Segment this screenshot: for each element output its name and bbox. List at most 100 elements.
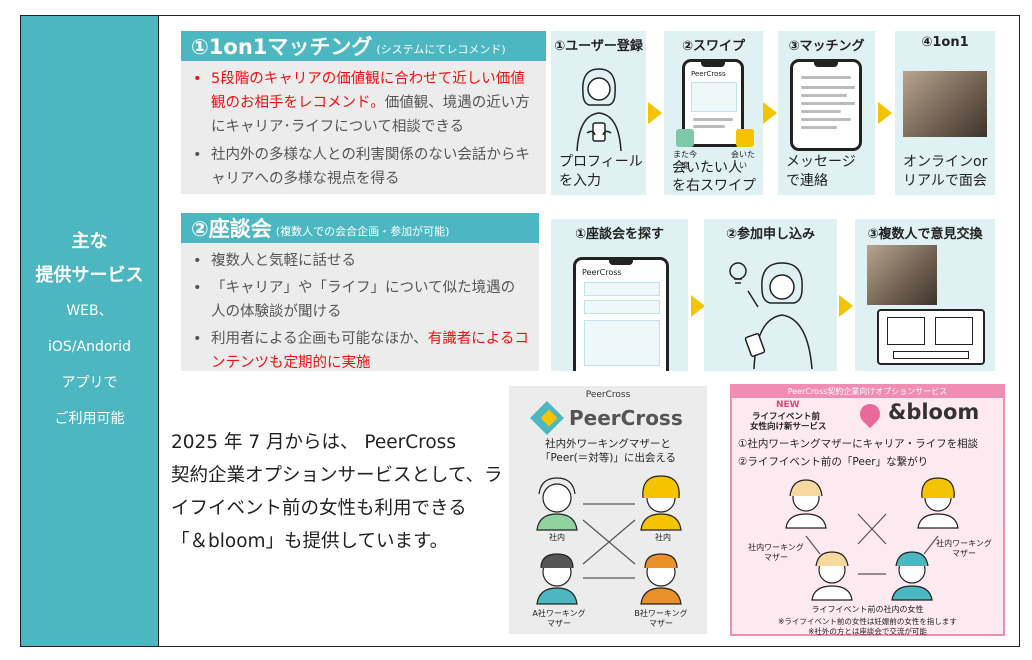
arrow-right-icon: [839, 295, 853, 317]
step2-caption-2: を右スワイプ: [672, 178, 756, 194]
bloom-bottom-label: ライフイベント前の社内の女性: [811, 605, 924, 614]
peercross-label-inner-2: 社内: [655, 533, 671, 542]
section2-bullet1-text: 複数人と気軽に話せる: [211, 253, 356, 269]
bloom-note-2: ※社外の方とは座談会で交流が可能: [808, 627, 927, 636]
meeting-photo: [903, 71, 987, 137]
section2-bullets: • 複数人と気軽に話せる • 「キャリア」や「ライフ」について似た境遇の人の体験…: [181, 243, 539, 371]
step3-title: ③マッチング: [788, 39, 865, 54]
peercross-logo-text: PeerCross: [569, 406, 683, 430]
phone-mockup: [790, 59, 862, 151]
profile-card: [691, 82, 737, 112]
phone-app-logo: PeerCross: [582, 268, 622, 277]
step4-caption-2: リアルで面会: [903, 173, 987, 189]
bloom-right-label-1: 社内ワーキング: [936, 539, 992, 548]
bloom-point-2: ②ライフイベント前の「Peer」な繋がり: [738, 456, 929, 468]
section1-subtitle: (システムにてレコメンド): [376, 42, 506, 56]
bloom-note-1: ※ライフイベント前の女性は妊娠前の女性を指します: [778, 617, 957, 626]
want-meet-label: 会いたい: [731, 150, 755, 170]
left-sub-4: ご利用可能: [54, 411, 125, 427]
bloom-logo-icon: [855, 399, 885, 429]
step2-2-title: ②参加申し込み: [725, 227, 815, 242]
step2-1-title: ①座談会を探す: [574, 227, 664, 242]
step-1on1: ④1on1 オンラインor リアルで面会: [895, 31, 995, 195]
bloom-left-label-2: マザー: [764, 553, 788, 562]
section1-bullets: • 5段階のキャリアの価値観に合わせて近しい価値観のお相手をレコメンド。価値観、…: [181, 61, 546, 194]
bullet-dot: •: [193, 280, 202, 296]
service-frame: 主な 提供サービス WEB、 iOS/Andorid アプリで ご利用可能 ①1…: [20, 15, 1020, 647]
bloom-network-diagram: [785, 477, 959, 601]
left-panel: 主な 提供サービス WEB、 iOS/Andorid アプリで ご利用可能: [21, 16, 159, 646]
step-matching: ③マッチング メッセージ で連絡: [778, 31, 875, 195]
arrow-right-icon: [691, 295, 705, 317]
left-sub-2: iOS/Andorid: [48, 339, 131, 355]
peercross-network-diagram: [536, 475, 682, 605]
peercross-desc-1: 社内外ワーキングマザーと: [545, 438, 671, 450]
step3-caption-1: メッセージ: [786, 154, 856, 170]
step2-title: ②スワイプ: [681, 39, 745, 54]
bloom-card: PeerCross契約企業向けオプションサービス NEW ライフイベント前 女性…: [730, 384, 1005, 636]
swipe-right-icon: [736, 129, 754, 147]
section1-bullet1-red: 5段階のキャリアの価値観に合わせて近しい価値観のお相手をレコメンド。: [211, 71, 525, 111]
info-line-2: 契約企業オプションサービスとして、ラ: [171, 465, 503, 486]
peercross-label-a-1: A社ワーキング: [532, 609, 586, 618]
arrow-right-icon: [763, 102, 777, 124]
peercross-card-header: PeerCross: [585, 390, 631, 400]
peercross-desc-2: 「Peer(＝対等)」に出会える: [539, 452, 677, 464]
arrow-right-icon: [648, 102, 662, 124]
section2-header: ②座談会 (複数人での会合企画・参加が可能): [181, 213, 539, 243]
step3-caption-2: で連絡: [786, 173, 828, 189]
woman-idea-icon: [729, 262, 813, 369]
bloom-new-badge: NEW: [776, 400, 800, 410]
section2-title: ②座談会: [191, 217, 272, 241]
bloom-logo-text: &bloom: [888, 400, 980, 424]
peercross-label-b-1: B社ワーキング: [634, 609, 688, 618]
phone-mockup: PeerCross: [573, 257, 669, 371]
info-line-3: イフイベント前の女性も利用できる: [171, 498, 467, 519]
info-line-4: 「＆bloom」も提供しています。: [171, 531, 449, 552]
phone-app-logo: PeerCross: [691, 70, 726, 78]
bloom-tag-1: ライフイベント前: [752, 412, 821, 422]
step2-caption-1: 会いたい人: [672, 160, 742, 176]
step4-caption-1: オンラインor: [903, 154, 988, 170]
arrow-right-icon: [878, 102, 892, 124]
left-sub-3: アプリで: [61, 375, 118, 391]
peercross-label-inner-1: 社内: [549, 533, 565, 542]
section1-header: ①1on1マッチング (システムにてレコメンド): [181, 31, 546, 61]
peercross-label-a-2: マザー: [547, 619, 571, 628]
step-find-roundtable: ①座談会を探す PeerCross: [551, 219, 688, 371]
bloom-left-label-1: 社内ワーキング: [748, 543, 804, 552]
info-text: 2025 年 7 月からは、 PeerCross 契約企業オプションサービスとし…: [171, 426, 503, 558]
step-swipe: ②スワイプ PeerCross また今度 会いたい 会いたい人 を右スワイプ: [664, 31, 763, 195]
bloom-tag-2: 女性向け新サービス: [750, 422, 827, 432]
bullet-dot: •: [193, 147, 202, 163]
step1-title: ①ユーザー登録: [554, 39, 643, 54]
bloom-right-label-2: マザー: [952, 549, 976, 558]
peercross-card: PeerCross PeerCross 社内外ワーキングマザーと 「Peer(＝…: [509, 386, 707, 634]
section2-bullet2-text: 「キャリア」や「ライフ」について似た境遇の人の体験談が聞ける: [211, 280, 516, 320]
section2-bullet3-red: 有識者によるコンテンツも定期的に実施: [211, 331, 529, 371]
roundtable-photo: [867, 245, 937, 305]
phone-mockup: PeerCross: [682, 59, 744, 147]
step-exchange: ③複数人で意見交換: [855, 219, 995, 371]
step1-caption-2: を入力: [559, 173, 601, 189]
info-line-1: 2025 年 7 月からは、 PeerCross: [171, 432, 456, 453]
section1-bullet-1: • 5段階のキャリアの価値観に合わせて近しい価値観のお相手をレコメンド。価値観、…: [191, 67, 536, 139]
section2-subtitle: (複数人での会合企画・参加が可能): [275, 224, 450, 238]
swipe-left-icon: [676, 129, 694, 147]
woman-with-phone-icon: [576, 68, 622, 152]
bloom-card-header: PeerCross契約企業向けオプションサービス: [732, 386, 1003, 398]
peercross-label-b-2: マザー: [649, 619, 673, 628]
section2-bullet-2: • 「キャリア」や「ライフ」について似た境遇の人の体験談が聞ける: [191, 276, 529, 324]
bullet-dot: •: [193, 71, 202, 87]
step1-caption-1: プロフィール: [559, 154, 643, 170]
step-user-register: ①ユーザー登録 プロフィール を入力: [551, 31, 646, 195]
step-apply: ②参加申し込み: [704, 219, 837, 371]
step4-title: ④1on1: [921, 35, 969, 50]
later-label: また今度: [673, 150, 697, 170]
section1-bullet2-text: 社内外の多様な人との利害関係のない会話からキャリアへの多様な視点を得る: [211, 147, 530, 187]
section1-bullet-2: • 社内外の多様な人との利害関係のない会話からキャリアへの多様な視点を得る: [191, 143, 536, 191]
section1-title: ①1on1マッチング: [191, 35, 373, 59]
bullet-dot: •: [193, 331, 202, 347]
left-sub-1: WEB、: [66, 303, 113, 319]
step2-3-title: ③複数人で意見交換: [867, 227, 983, 242]
